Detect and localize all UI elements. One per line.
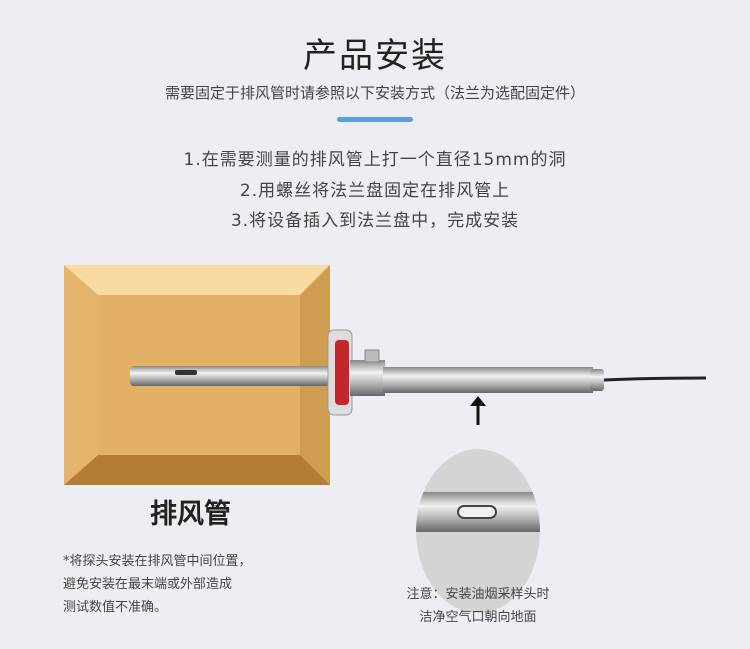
- probe-tube: [383, 367, 593, 393]
- subtitle: 需要固定于排风管时请参照以下安装方式（法兰为选配固定件）: [164, 84, 585, 102]
- sampling-head-detail: [416, 449, 540, 613]
- step-2: 2.用螺丝将法兰盘固定在排风管上: [239, 181, 511, 201]
- step-1: 1.在需要测量的排风管上打一个直径15mm的洞: [183, 150, 567, 170]
- flange: [327, 329, 353, 416]
- accent-divider: [337, 117, 413, 122]
- page-title: 产品安装: [303, 36, 447, 76]
- duct-label: 排风管: [150, 499, 231, 530]
- sampling-slot: [175, 370, 197, 375]
- position-note: *将探头安装在排风管中间位置， 避免安装在最末端或外部造成 测试数值不准确。: [63, 554, 252, 615]
- orientation-note: 注意：安装油烟采样头时 洁净空气口朝向地面: [406, 587, 550, 625]
- probe-rod: [130, 366, 330, 386]
- up-arrow-icon: [470, 396, 486, 425]
- cable: [603, 376, 707, 382]
- step-3: 3.将设备插入到法兰盘中，完成安装: [230, 211, 520, 231]
